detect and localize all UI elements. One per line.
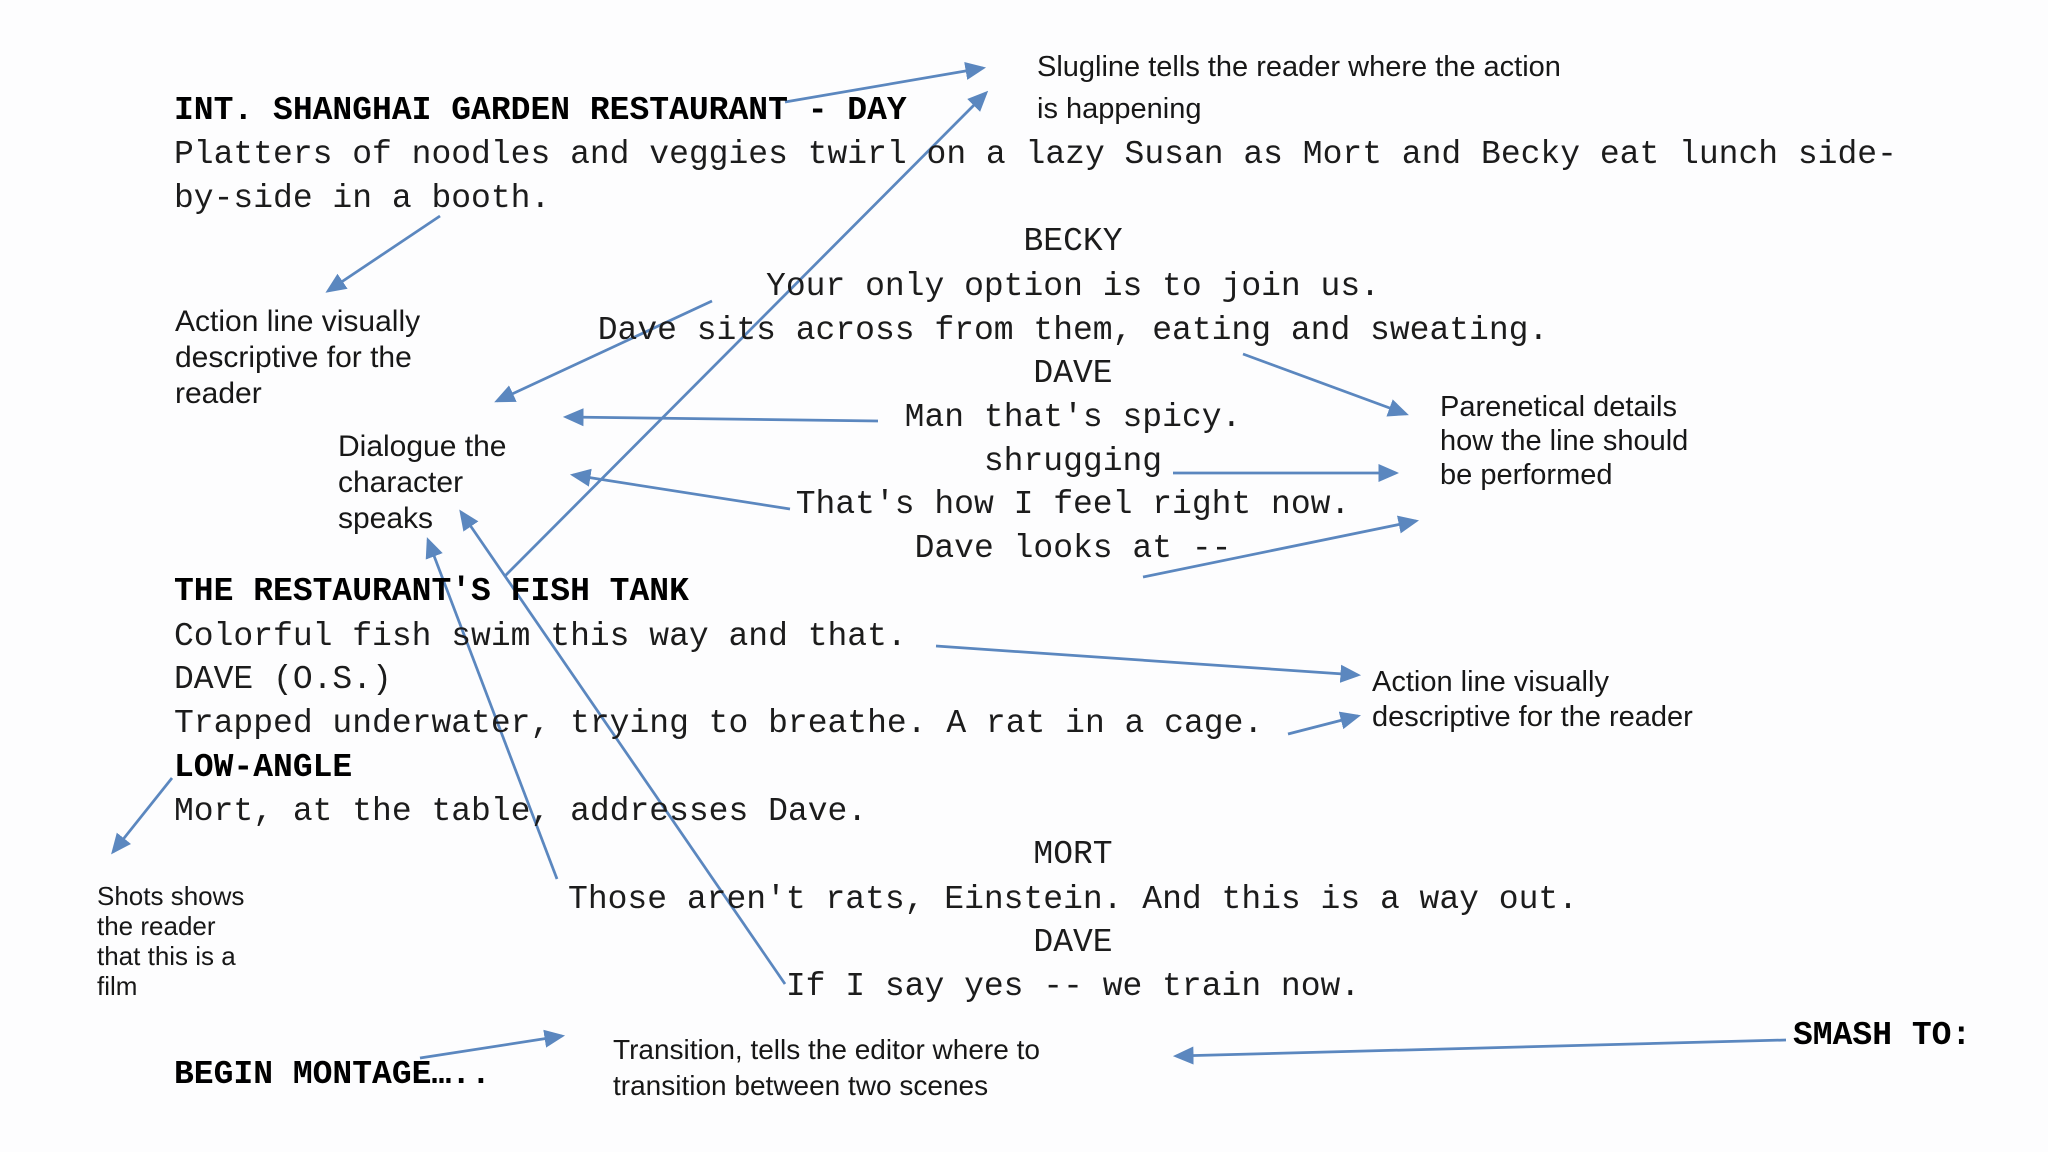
note-line: Slugline tells the reader where the acti… xyxy=(1037,51,1561,83)
script-line-slugline-2: THE RESTAURANT'S FISH TANK xyxy=(174,573,689,610)
note-line: Shots shows xyxy=(97,881,245,911)
script-line-mort-dialogue: Those aren't rats, Einstein. And this is… xyxy=(568,881,1578,918)
arrow-booth-to-action-note xyxy=(325,214,441,293)
note-line: that this is a xyxy=(97,941,236,971)
note-line: Transition, tells the editor where to xyxy=(613,1034,1040,1065)
script-line-dave-os-line: Trapped underwater, trying to breathe. A… xyxy=(174,705,1264,742)
arrow-spicy-to-dialogue-note xyxy=(562,408,879,427)
script-line-action-dave-sits: Dave sits across from them, eating and s… xyxy=(597,312,1549,349)
note-line: character xyxy=(338,466,464,499)
note-line: Action line visually xyxy=(175,305,421,338)
note-line: descriptive for the reader xyxy=(1372,701,1693,733)
script-line-dave-dialogue-3: If I say yes -- we train now. xyxy=(785,968,1361,1005)
script-line-character-dave-2: DAVE xyxy=(1033,924,1113,961)
script-line-parenthetical: shrugging xyxy=(983,443,1163,480)
script-line-dave-dialogue-1: Man that's spicy. xyxy=(904,399,1242,436)
note-line: the reader xyxy=(97,911,216,941)
script-line-action-dave-looks: Dave looks at -- xyxy=(914,530,1232,567)
note-line: transition between two scenes xyxy=(613,1070,989,1101)
script-line-transition-montage: BEGIN MONTAGE….. xyxy=(174,1056,491,1093)
script-line-action-1b: by-side in a booth. xyxy=(174,180,551,217)
note-slugline-note: Slugline tells the reader where the acti… xyxy=(1037,46,1561,130)
note-line: speaks xyxy=(338,502,434,535)
arrow-montage-to-transition-note xyxy=(419,1029,566,1060)
script-line-transition-smash: SMASH TO: xyxy=(1793,1017,1972,1054)
note-line: is happening xyxy=(1037,93,1202,125)
script-line-shot-low-angle: LOW-ANGLE xyxy=(174,749,353,786)
script-line-action-fish: Colorful fish swim this way and that. xyxy=(174,618,907,655)
arrow-dave-sits-to-parenthetical-note xyxy=(1242,352,1409,417)
arrow-cage-to-action-note-right xyxy=(1287,711,1361,736)
script-line-character-becky: BECKY xyxy=(1023,223,1123,260)
note-line: film xyxy=(97,971,138,1001)
note-line: reader xyxy=(175,377,262,410)
arrow-smash-to-transition-note xyxy=(1172,1038,1787,1065)
script-line-character-dave-1: DAVE xyxy=(1033,355,1113,392)
script-line-action-1a: Platters of noodles and veggies twirl on… xyxy=(174,136,1897,173)
script-line-becky-dialogue: Your only option is to join us. xyxy=(766,268,1380,305)
note-line: descriptive for the xyxy=(175,341,412,374)
note-line: Parenetical details xyxy=(1440,391,1677,423)
note-line: Dialogue the xyxy=(338,430,507,463)
script-line-character-dave-os: DAVE (O.S.) xyxy=(174,661,392,698)
arrow-low-angle-to-shots-note xyxy=(111,777,174,855)
note-line: be performed xyxy=(1440,459,1613,491)
script-line-action-mort: Mort, at the table, addresses Dave. xyxy=(174,793,868,830)
script-line-character-mort: MORT xyxy=(1033,836,1113,873)
script-line-slugline-1: INT. SHANGHAI GARDEN RESTAURANT - DAY xyxy=(174,92,907,129)
arrow-thats-how-to-dialogue-note xyxy=(569,468,791,511)
script-line-dave-dialogue-2: That's how I feel right now. xyxy=(795,486,1351,523)
note-line: Action line visually xyxy=(1372,666,1609,698)
note-line: how the line should xyxy=(1440,425,1689,457)
note-transition-note: Transition, tells the editor where to tra… xyxy=(613,1032,1040,1104)
arrow-fish-to-action-note-right xyxy=(935,644,1362,683)
